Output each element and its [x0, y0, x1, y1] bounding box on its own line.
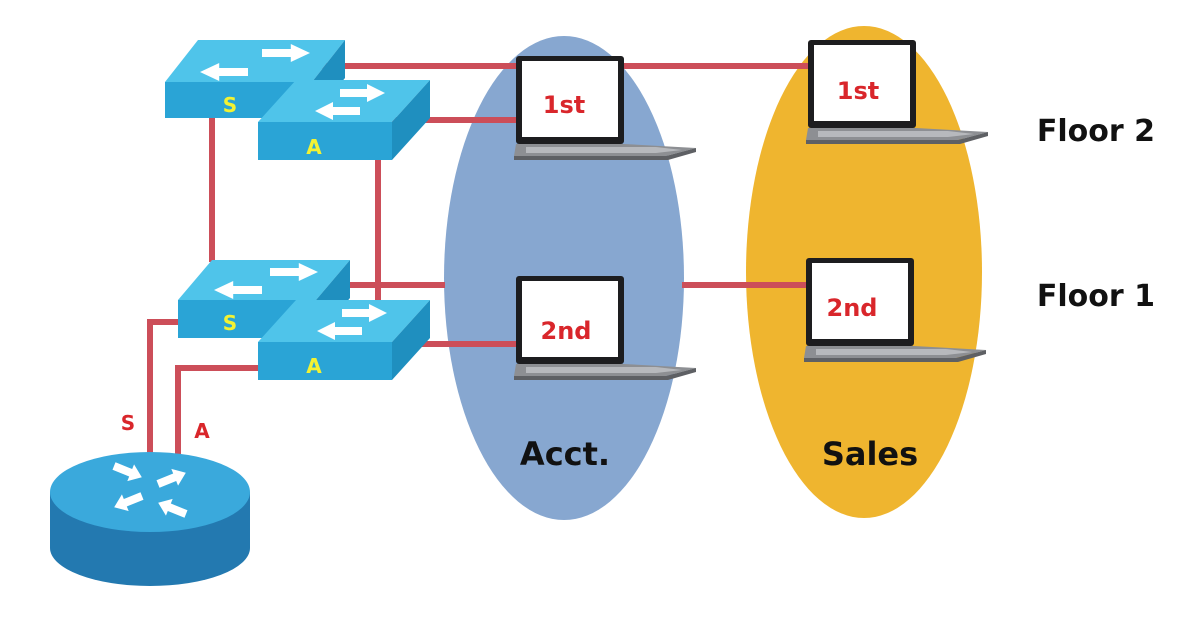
- switch-icon: [258, 300, 430, 380]
- router-icon: [50, 452, 250, 586]
- laptop-acct-floor2: 1st: [514, 56, 696, 160]
- router: [50, 452, 250, 586]
- floor1-label: Floor 1: [1037, 279, 1155, 314]
- laptop-icon: [806, 40, 988, 144]
- laptop-acct-floor1-label: 2nd: [541, 317, 592, 345]
- switch-top-a-label: A: [306, 135, 322, 159]
- laptop-sales-floor2: 1st: [806, 40, 988, 144]
- sales-group-label: Sales: [822, 435, 918, 473]
- laptop-icon: [514, 56, 696, 160]
- switch-bottom-a: A: [258, 300, 430, 380]
- acct-group-label: Acct.: [520, 435, 610, 473]
- switch-top-s-label: S: [223, 93, 237, 117]
- router-link-s-label: S: [121, 411, 135, 435]
- switch-top-a: A: [258, 80, 430, 160]
- switch-bottom-a-label: A: [306, 354, 322, 378]
- laptop-acct-floor2-label: 1st: [543, 91, 585, 119]
- link-router-a: [175, 365, 262, 458]
- router-link-a-label: A: [194, 419, 210, 443]
- switch-icon: [258, 80, 430, 160]
- laptop-sales-floor1-label: 2nd: [827, 294, 878, 322]
- laptop-acct-floor1: 2nd: [514, 276, 696, 380]
- laptop-sales-floor1: 2nd: [804, 258, 986, 362]
- link-router-s: [147, 319, 182, 458]
- switch-bottom-s-label: S: [223, 311, 237, 335]
- floor2-label: Floor 2: [1037, 114, 1155, 149]
- laptop-sales-floor2-label: 1st: [837, 77, 879, 105]
